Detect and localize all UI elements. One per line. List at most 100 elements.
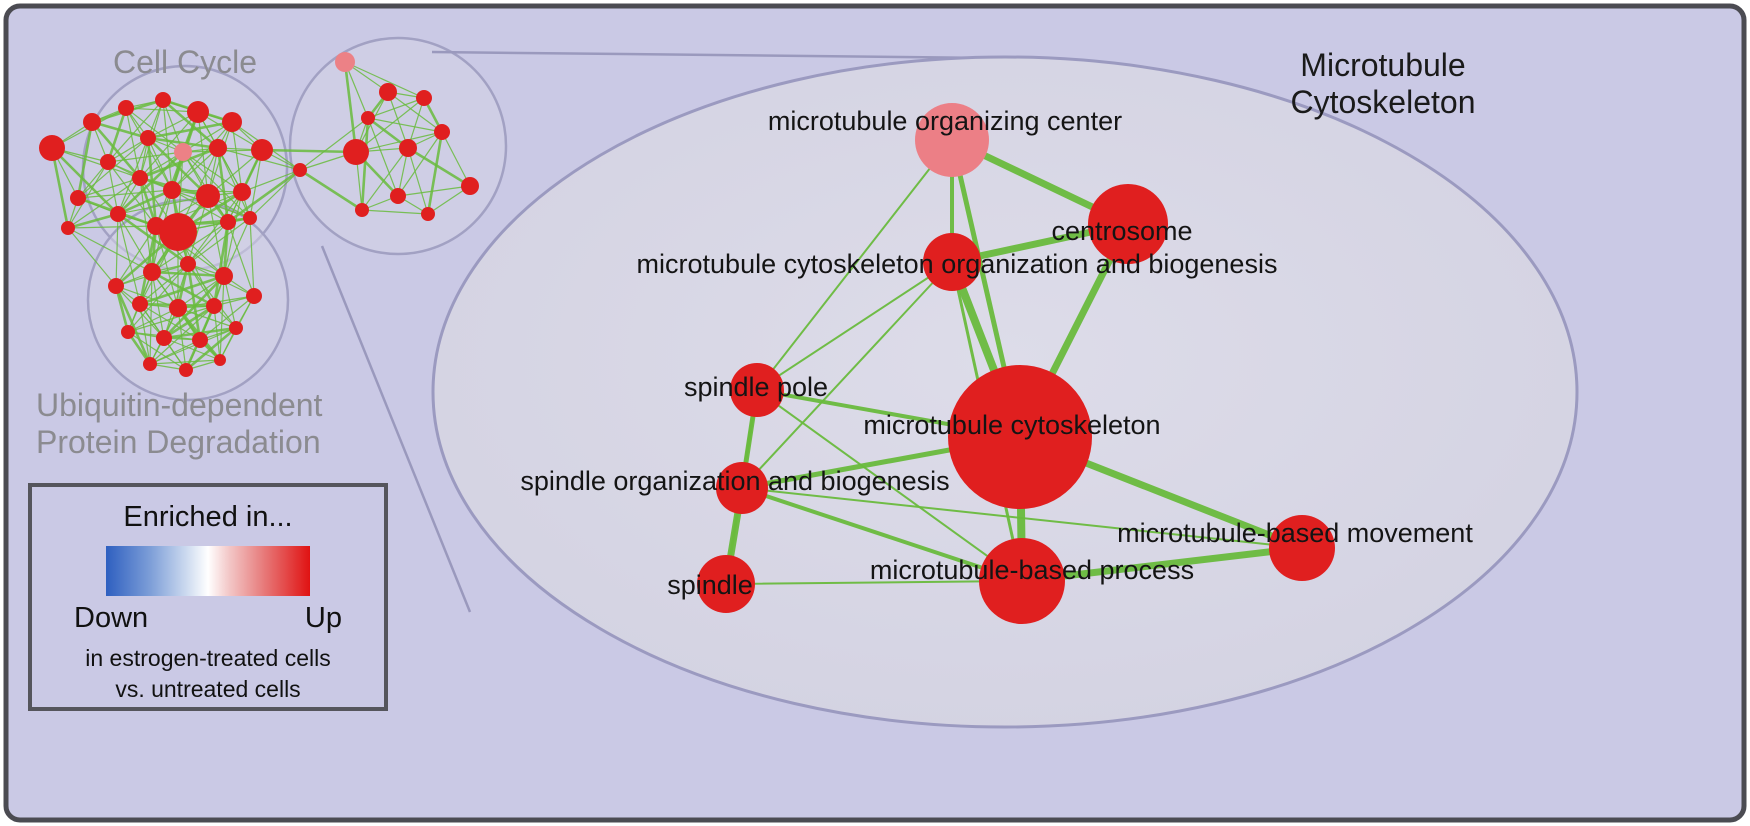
overview-edge [387,91,409,149]
detail-node-label-spindle: spindle [667,570,753,600]
overview-edge [355,131,443,153]
overview-edge [127,305,215,333]
overview-node [118,100,134,116]
overview-node [399,139,417,157]
overview-node [100,154,116,170]
overview-edge [223,191,243,277]
overview-edge [139,263,189,305]
overview-edge [51,147,141,179]
overview-edge [149,327,237,365]
overview-edge [114,285,152,365]
overview-node [220,214,236,230]
overview-node [70,190,86,206]
overview-edge [213,305,221,361]
overview-edge [117,195,209,215]
overview-edge [241,169,301,193]
overview-node [251,139,273,161]
overview-edge [177,275,225,309]
overview-edge [186,263,202,341]
overview-edge [407,147,429,215]
overview-edge [227,221,255,297]
overview-edge [51,147,119,215]
overview-edge [223,217,251,277]
overview-edge [107,151,184,163]
overview-edge [299,117,369,171]
detail-edge-mbp--mbm [1018,544,1306,585]
overview-edge [344,61,369,119]
overview-node [108,278,124,294]
overview-edge [115,213,119,287]
overview-edge [187,191,243,265]
overview-node [434,124,450,140]
overview-edge [249,169,301,219]
legend-up-label: Up [304,602,342,634]
overview-node [416,90,432,106]
overview-edge [367,117,399,197]
overview-node [233,183,251,201]
overview-node [180,256,196,272]
overview-edge [155,225,179,309]
microtubule-title-line1: Microtubule [1300,47,1465,83]
overview-edge [407,146,471,188]
overview-edge [107,161,119,215]
overview-edge [185,327,237,371]
overview-edge [397,185,471,197]
overview-node [229,321,243,335]
overview-edge [139,274,225,306]
legend-gradient-bar [106,546,310,596]
overview-edge [91,121,141,179]
overview-node [156,330,172,346]
overview-node [132,296,148,312]
overview-edge [67,177,141,229]
overview-edge [343,61,358,153]
cluster-circle-microtubule [288,36,508,256]
detail-node-label-centrosome: centrosome [1051,216,1192,246]
overview-edge [76,121,94,199]
detail-node-spindle [697,555,755,613]
overview-edge [117,213,153,273]
overview-network-edges [50,61,471,371]
overview-edge [125,107,141,179]
legend-caption: in estrogen-treated cells vs. untreated … [85,643,330,705]
detail-node-label-moc: microtubule organizing center [768,106,1122,136]
overview-node [140,130,156,146]
overview-edge [249,217,255,297]
overview-edge [171,147,219,191]
overview-edge [163,337,221,361]
overview-edge [149,271,153,365]
detail-node-label-sob: spindle organization and biogenesis [520,466,949,496]
overview-edge [50,147,70,229]
overview-node [143,263,161,281]
overview-edge [77,189,173,199]
detail-node-label-mc: microtubule cytoskeleton [863,410,1160,440]
detail-node-mc [948,365,1092,509]
detail-node-moc [915,103,989,177]
overview-edge [67,227,153,273]
microtubule-title-line2: Cytoskeleton [1291,84,1476,120]
detail-node-mbm [1269,515,1335,581]
detail-network-nodes [697,103,1335,624]
overview-node [121,325,135,339]
detail-node-spindle-pole [730,363,784,417]
overview-node [163,181,181,199]
overview-edge [360,117,370,211]
ubiquitin-title-line1: Ubiquitin-dependent [36,387,323,423]
detail-node-label-mbp: microtubule-based process [870,555,1194,585]
overview-network-nodes [39,52,479,377]
legend-down-label: Down [74,602,149,634]
overview-edge [162,99,219,149]
overview-node [355,203,369,217]
overview-node [246,288,262,304]
overview-edge [106,107,128,163]
overview-node [335,52,355,72]
overview-edge [261,148,357,154]
overview-node [293,163,307,177]
detail-node-label-mcob: microtubule cytoskeleton organization an… [637,249,1278,279]
overview-node [187,101,209,123]
overview-edge [107,99,164,163]
overview-node [132,170,148,186]
overview-node [83,113,101,131]
overview-edge [117,151,184,215]
